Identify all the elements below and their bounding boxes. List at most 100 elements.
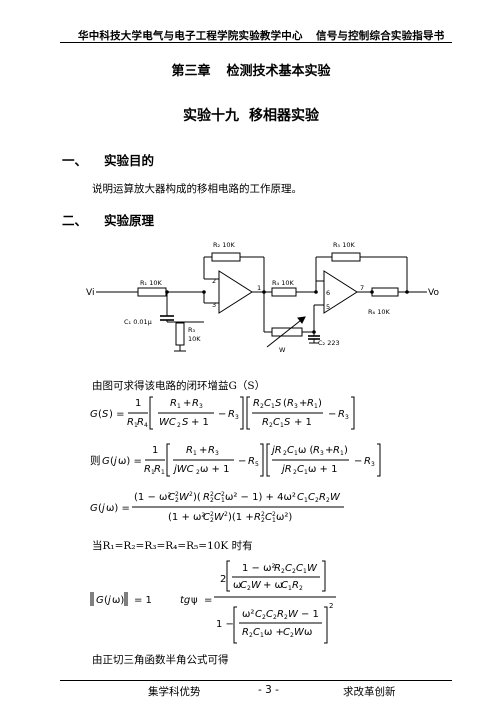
svg-text:1: 1 xyxy=(152,445,158,456)
label-r6: R₆ 10K xyxy=(368,308,390,316)
svg-text:2: 2 xyxy=(326,497,330,504)
svg-text:C: C xyxy=(240,580,247,591)
svg-text:ω) =: ω) = xyxy=(118,456,142,467)
svg-text:(1 + ω²: (1 + ω² xyxy=(168,512,205,523)
svg-text:C: C xyxy=(285,563,292,574)
svg-text:(: ( xyxy=(110,456,114,467)
svg-text:R: R xyxy=(228,409,235,420)
svg-text:C: C xyxy=(296,563,303,574)
svg-text:2: 2 xyxy=(210,491,214,498)
svg-text:R: R xyxy=(277,609,284,620)
svg-text:1: 1 xyxy=(134,422,138,429)
label-r4: R₄ 10K xyxy=(272,279,294,287)
svg-text:R: R xyxy=(144,464,151,475)
svg-text:3: 3 xyxy=(320,450,324,457)
svg-text:C: C xyxy=(266,609,273,620)
svg-text:3: 3 xyxy=(345,414,349,421)
svg-text:R: R xyxy=(262,417,269,428)
svg-text:) =: ) = xyxy=(109,409,124,420)
svg-text:2: 2 xyxy=(262,614,266,621)
op-amp-1 xyxy=(218,270,253,314)
svg-text:R: R xyxy=(319,492,326,503)
svg-text:R: R xyxy=(186,445,193,456)
svg-text:R: R xyxy=(292,580,299,591)
svg-text:1: 1 xyxy=(314,403,318,410)
section-number: 二、 xyxy=(62,213,88,228)
svg-text:R: R xyxy=(307,398,314,409)
chapter-name: 检测技术基本实验 xyxy=(226,64,331,79)
svg-text:−: − xyxy=(328,409,336,420)
svg-text:R: R xyxy=(242,627,249,638)
experiment-number: 实验十九 xyxy=(183,108,239,124)
svg-text:2: 2 xyxy=(281,568,285,575)
svg-text:2: 2 xyxy=(247,585,251,592)
svg-text:R: R xyxy=(127,417,134,428)
svg-text:ω²): ω²) xyxy=(276,512,292,523)
svg-text:R: R xyxy=(203,492,210,503)
section-title: 实验原理 xyxy=(104,213,155,228)
svg-text:1 −: 1 − xyxy=(216,619,234,630)
svg-text:2: 2 xyxy=(315,497,319,504)
svg-text:ω): ω) xyxy=(112,595,124,606)
pin-6: 6 xyxy=(326,289,330,297)
svg-text:2: 2 xyxy=(224,511,228,518)
pin-1: 1 xyxy=(257,284,261,292)
svg-text:W: W xyxy=(307,563,318,574)
svg-text:W: W xyxy=(294,627,305,638)
header-left: 华中科技大学电气与电子工程学院实验教学中心 xyxy=(78,30,303,42)
svg-text:W: W xyxy=(214,512,225,523)
svg-text:1: 1 xyxy=(294,450,298,457)
svg-text:S: S xyxy=(102,409,109,420)
derivation-text-1: 由图可求得该电路的闭环增益G（S） xyxy=(92,380,266,392)
svg-text:ω (: ω ( xyxy=(298,445,314,456)
svg-text:1: 1 xyxy=(304,469,308,476)
svg-text:j: j xyxy=(112,456,117,467)
svg-text:1: 1 xyxy=(271,403,275,410)
svg-text:−: − xyxy=(354,456,362,467)
svg-text:2: 2 xyxy=(210,511,214,518)
svg-text:−: − xyxy=(218,409,226,420)
svg-text:jR: jR xyxy=(270,445,282,456)
svg-text:1: 1 xyxy=(151,469,155,476)
svg-text:1: 1 xyxy=(272,517,276,524)
svg-text:jR: jR xyxy=(280,464,292,475)
svg-text:): ) xyxy=(318,398,322,409)
page-header: 华中科技大学电气与电子工程学院实验教学中心 信号与控制综合实验指导书 xyxy=(0,28,502,44)
label-w: W xyxy=(279,346,286,354)
svg-text:R: R xyxy=(338,409,345,420)
svg-text:G: G xyxy=(102,456,110,467)
svg-text:1: 1 xyxy=(177,403,181,410)
svg-text:S: S xyxy=(182,417,189,428)
svg-text:1: 1 xyxy=(260,632,264,639)
svg-text:(1 − ω²: (1 − ω² xyxy=(134,492,171,503)
svg-text:ω + 1: ω + 1 xyxy=(308,464,337,475)
svg-text:W: W xyxy=(330,492,341,503)
svg-text:3: 3 xyxy=(199,403,203,410)
svg-text:2: 2 xyxy=(283,450,287,457)
svg-text:2: 2 xyxy=(175,491,179,498)
svg-text:1: 1 xyxy=(303,568,307,575)
svg-text:2: 2 xyxy=(220,574,226,585)
derivation-text-3: 由正切三角函数半角公式可得 xyxy=(92,654,229,666)
svg-text:C: C xyxy=(283,627,290,638)
experiment-title: 实验十九移相器实验 xyxy=(0,105,502,125)
resistor-r4 xyxy=(271,287,297,297)
svg-text:ω² − 1) + 4ω²: ω² − 1) + 4ω² xyxy=(225,492,296,503)
svg-text:2: 2 xyxy=(293,469,297,476)
svg-text:): ) xyxy=(344,445,348,456)
svg-text:C: C xyxy=(168,492,175,503)
label-c2: C₂ 223 xyxy=(318,339,340,347)
op-amp-2 xyxy=(323,270,358,314)
resistor-r3 xyxy=(175,322,185,346)
svg-text:jWC: jWC xyxy=(172,464,194,475)
svg-text:2: 2 xyxy=(261,511,265,518)
svg-text:j: j xyxy=(100,503,105,514)
svg-text:1: 1 xyxy=(221,497,225,504)
svg-text:)(1 +: )(1 + xyxy=(228,512,254,523)
resistor-r1 xyxy=(137,287,167,297)
footer-rule xyxy=(60,680,452,681)
svg-text:(: ( xyxy=(104,595,108,606)
svg-text:+: + xyxy=(325,445,333,456)
svg-text:2: 2 xyxy=(210,497,214,504)
